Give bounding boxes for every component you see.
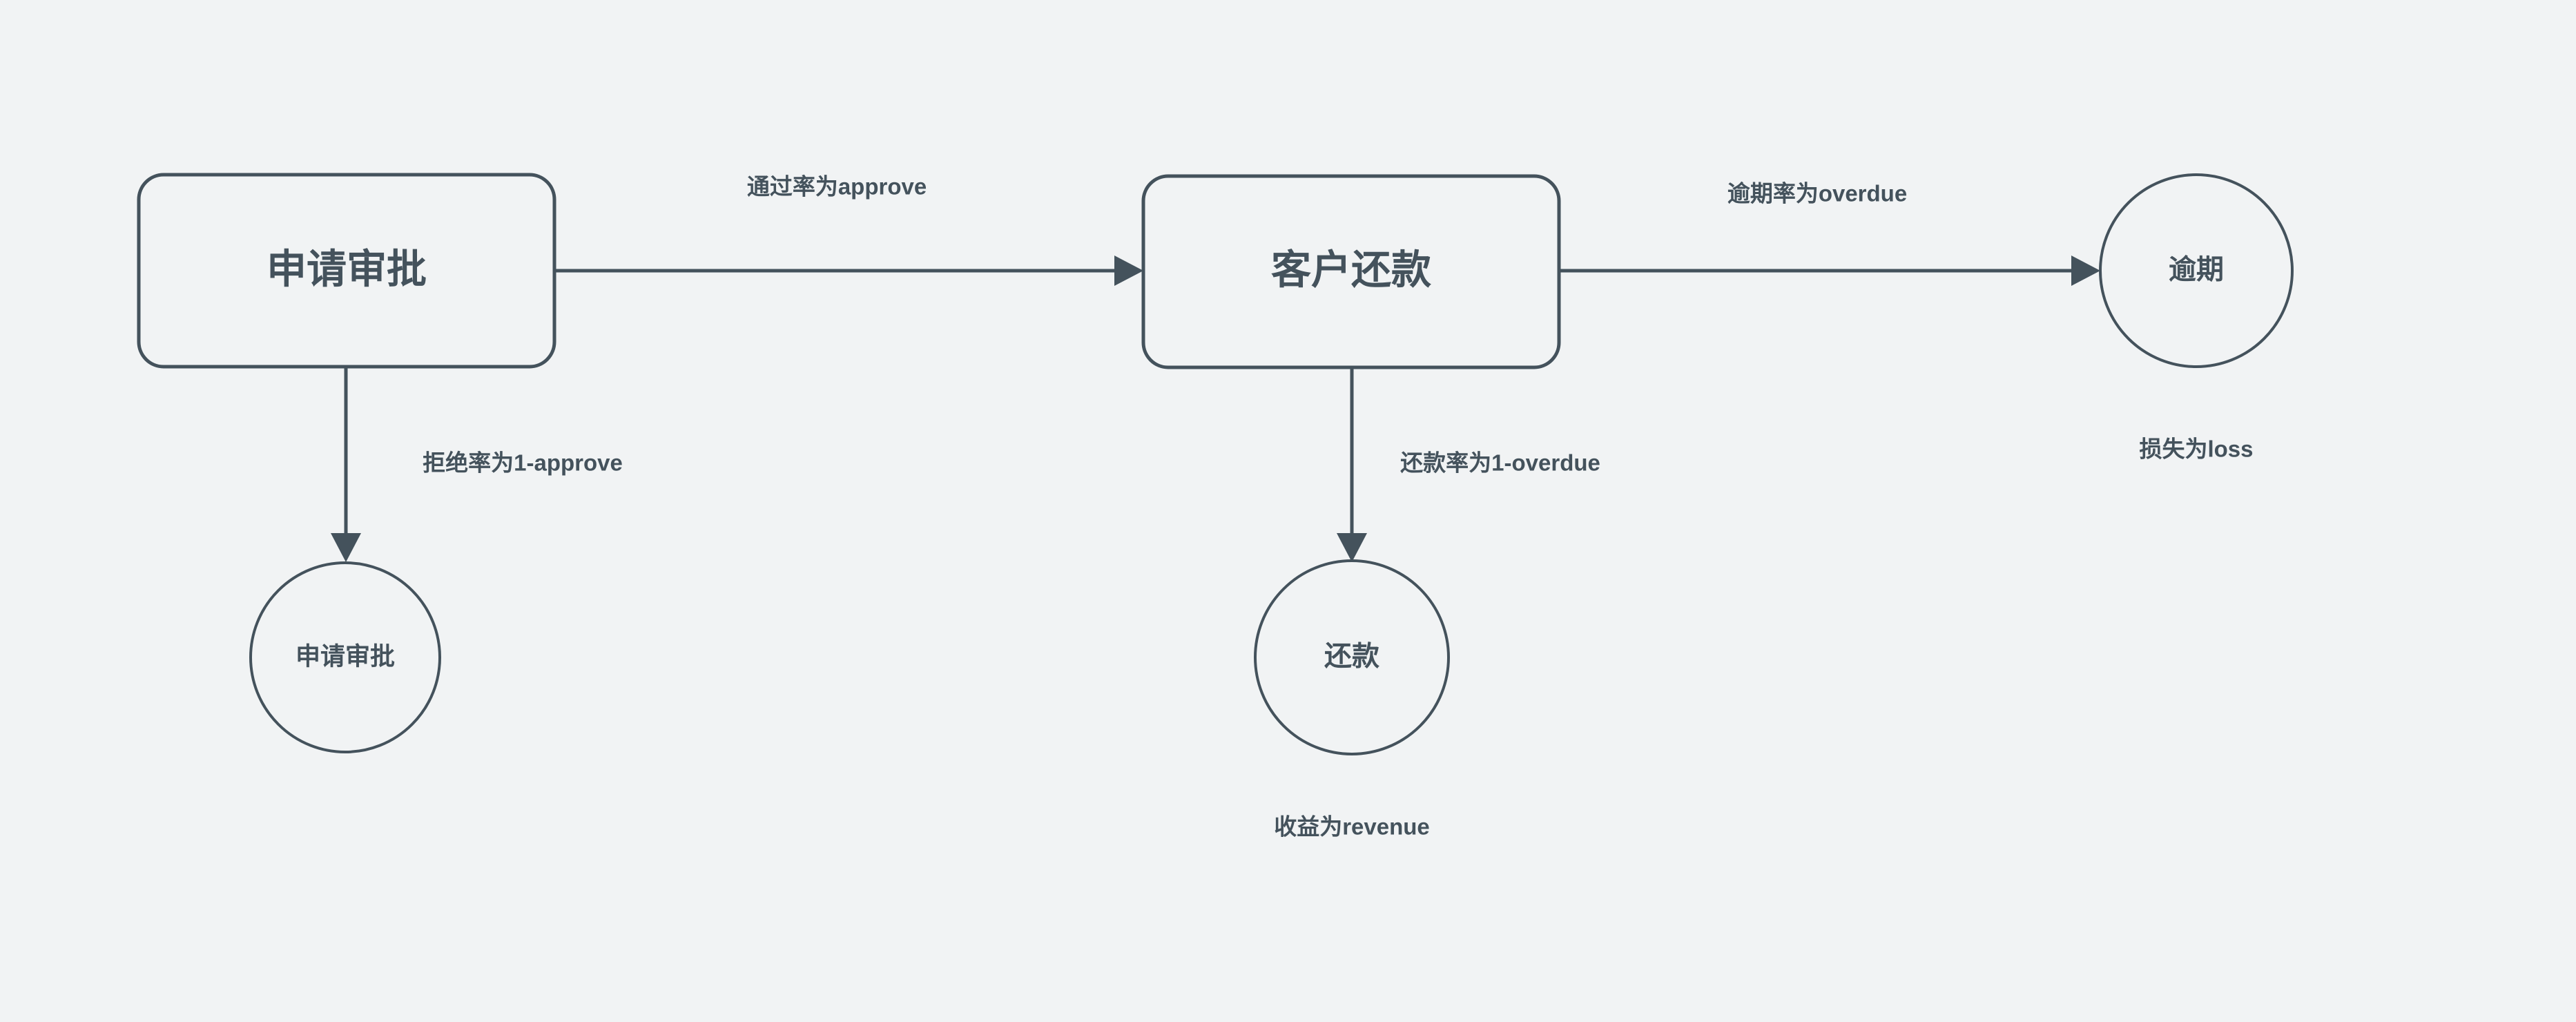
edge-approve[interactable]: 通过率为approve: [554, 174, 1143, 286]
node-label-customer-repay: 客户还款: [1271, 247, 1431, 292]
node-label-reject-outcome: 申请审批: [296, 642, 395, 671]
node-label-repay-outcome: 还款: [1324, 642, 1379, 672]
caption-revenue: 收益为revenue: [1274, 814, 1430, 840]
node-shape-apply-review: [137, 173, 556, 369]
arrowhead-approve: [1114, 256, 1143, 286]
node-shape-reject-outcome: [249, 561, 441, 753]
node-apply-review[interactable]: 申请审批: [137, 173, 556, 369]
node-shape-customer-repay: [1141, 174, 1561, 369]
arrowhead-overdue: [2071, 256, 2100, 286]
edge-reject[interactable]: 拒绝率为1-approve: [331, 367, 623, 562]
edge-label-approve: 通过率为approve: [747, 174, 927, 200]
edge-label-reject: 拒绝率为1-approve: [423, 450, 623, 476]
node-shape-repay-outcome: [1254, 559, 1450, 755]
node-shape-overdue-outcome: [2099, 173, 2294, 368]
node-customer-repay[interactable]: 客户还款: [1141, 174, 1561, 369]
node-label-overdue-outcome: 逾期: [2169, 255, 2224, 285]
edge-repay[interactable]: 还款率为1-overdue: [1337, 367, 1600, 562]
edge-label-overdue: 逾期率为overdue: [1727, 181, 1907, 206]
edge-label-repay: 还款率为1-overdue: [1400, 450, 1600, 476]
node-repay-outcome[interactable]: 还款: [1254, 559, 1450, 755]
arrowhead-reject: [331, 533, 361, 562]
node-label-apply-review: 申请审批: [267, 247, 427, 291]
node-reject-outcome[interactable]: 申请审批: [249, 561, 441, 753]
node-overdue-outcome[interactable]: 逾期: [2099, 173, 2294, 368]
edge-overdue[interactable]: 逾期率为overdue: [1559, 181, 2100, 286]
arrowhead-repay: [1337, 533, 1367, 562]
caption-loss: 损失为loss: [2139, 436, 2253, 462]
